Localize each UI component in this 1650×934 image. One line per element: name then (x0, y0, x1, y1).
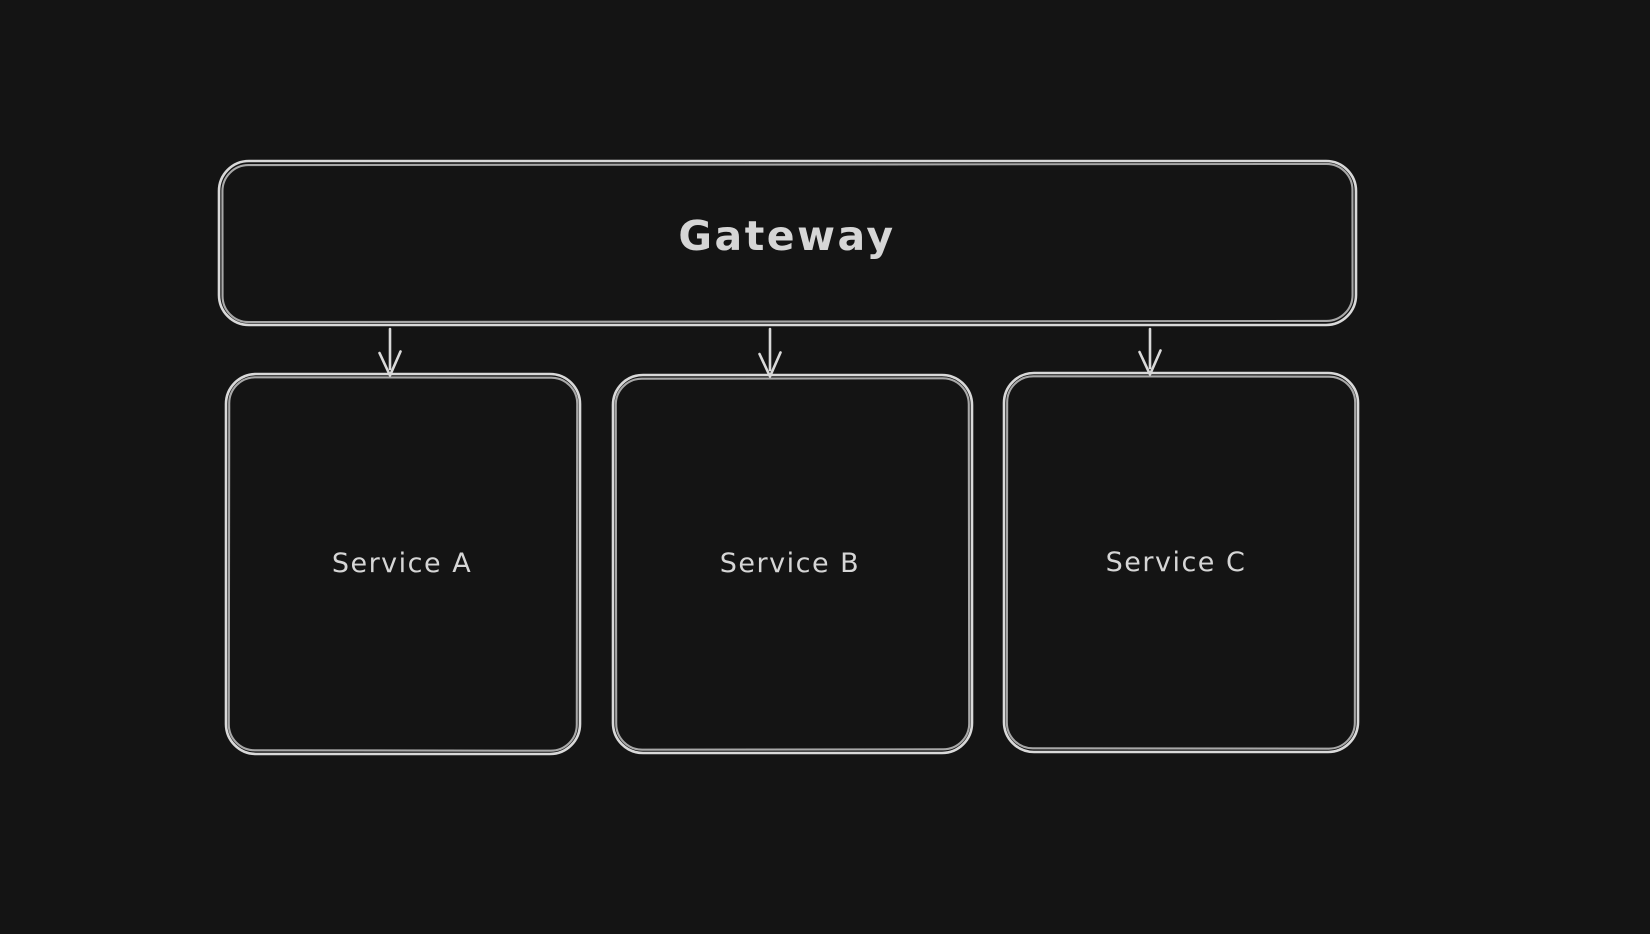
node-gateway-border-sketch-pass (221, 162, 1354, 324)
node-service-c[interactable]: Service C (1002, 371, 1360, 754)
node-service-c-label: Service C (1106, 547, 1247, 578)
node-service-a-label: Service A (332, 548, 472, 579)
node-service-b-border (611, 373, 974, 755)
node-service-c-border (1002, 371, 1360, 754)
node-service-b-label: Service B (720, 548, 860, 579)
arrow-gateway-to-service-c[interactable] (1138, 327, 1162, 376)
node-service-a[interactable]: Service A (224, 372, 582, 756)
node-gateway-border (217, 159, 1358, 327)
arrowhead-down-icon (758, 351, 782, 378)
node-service-c-border-sketch-pass (1005, 375, 1357, 750)
node-service-b-border-sketch-pass (614, 377, 971, 751)
arrow-gateway-to-service-a[interactable] (378, 327, 402, 377)
node-service-a-border (224, 372, 582, 756)
arrowhead-down-icon (1138, 349, 1162, 376)
node-gateway[interactable]: Gateway (217, 159, 1358, 327)
node-service-b[interactable]: Service B (611, 373, 974, 755)
node-service-a-border-sketch-pass (227, 376, 579, 752)
node-gateway-label: Gateway (678, 212, 895, 260)
arrow-gateway-to-service-b[interactable] (758, 327, 782, 378)
arrowhead-down-icon (378, 350, 402, 377)
